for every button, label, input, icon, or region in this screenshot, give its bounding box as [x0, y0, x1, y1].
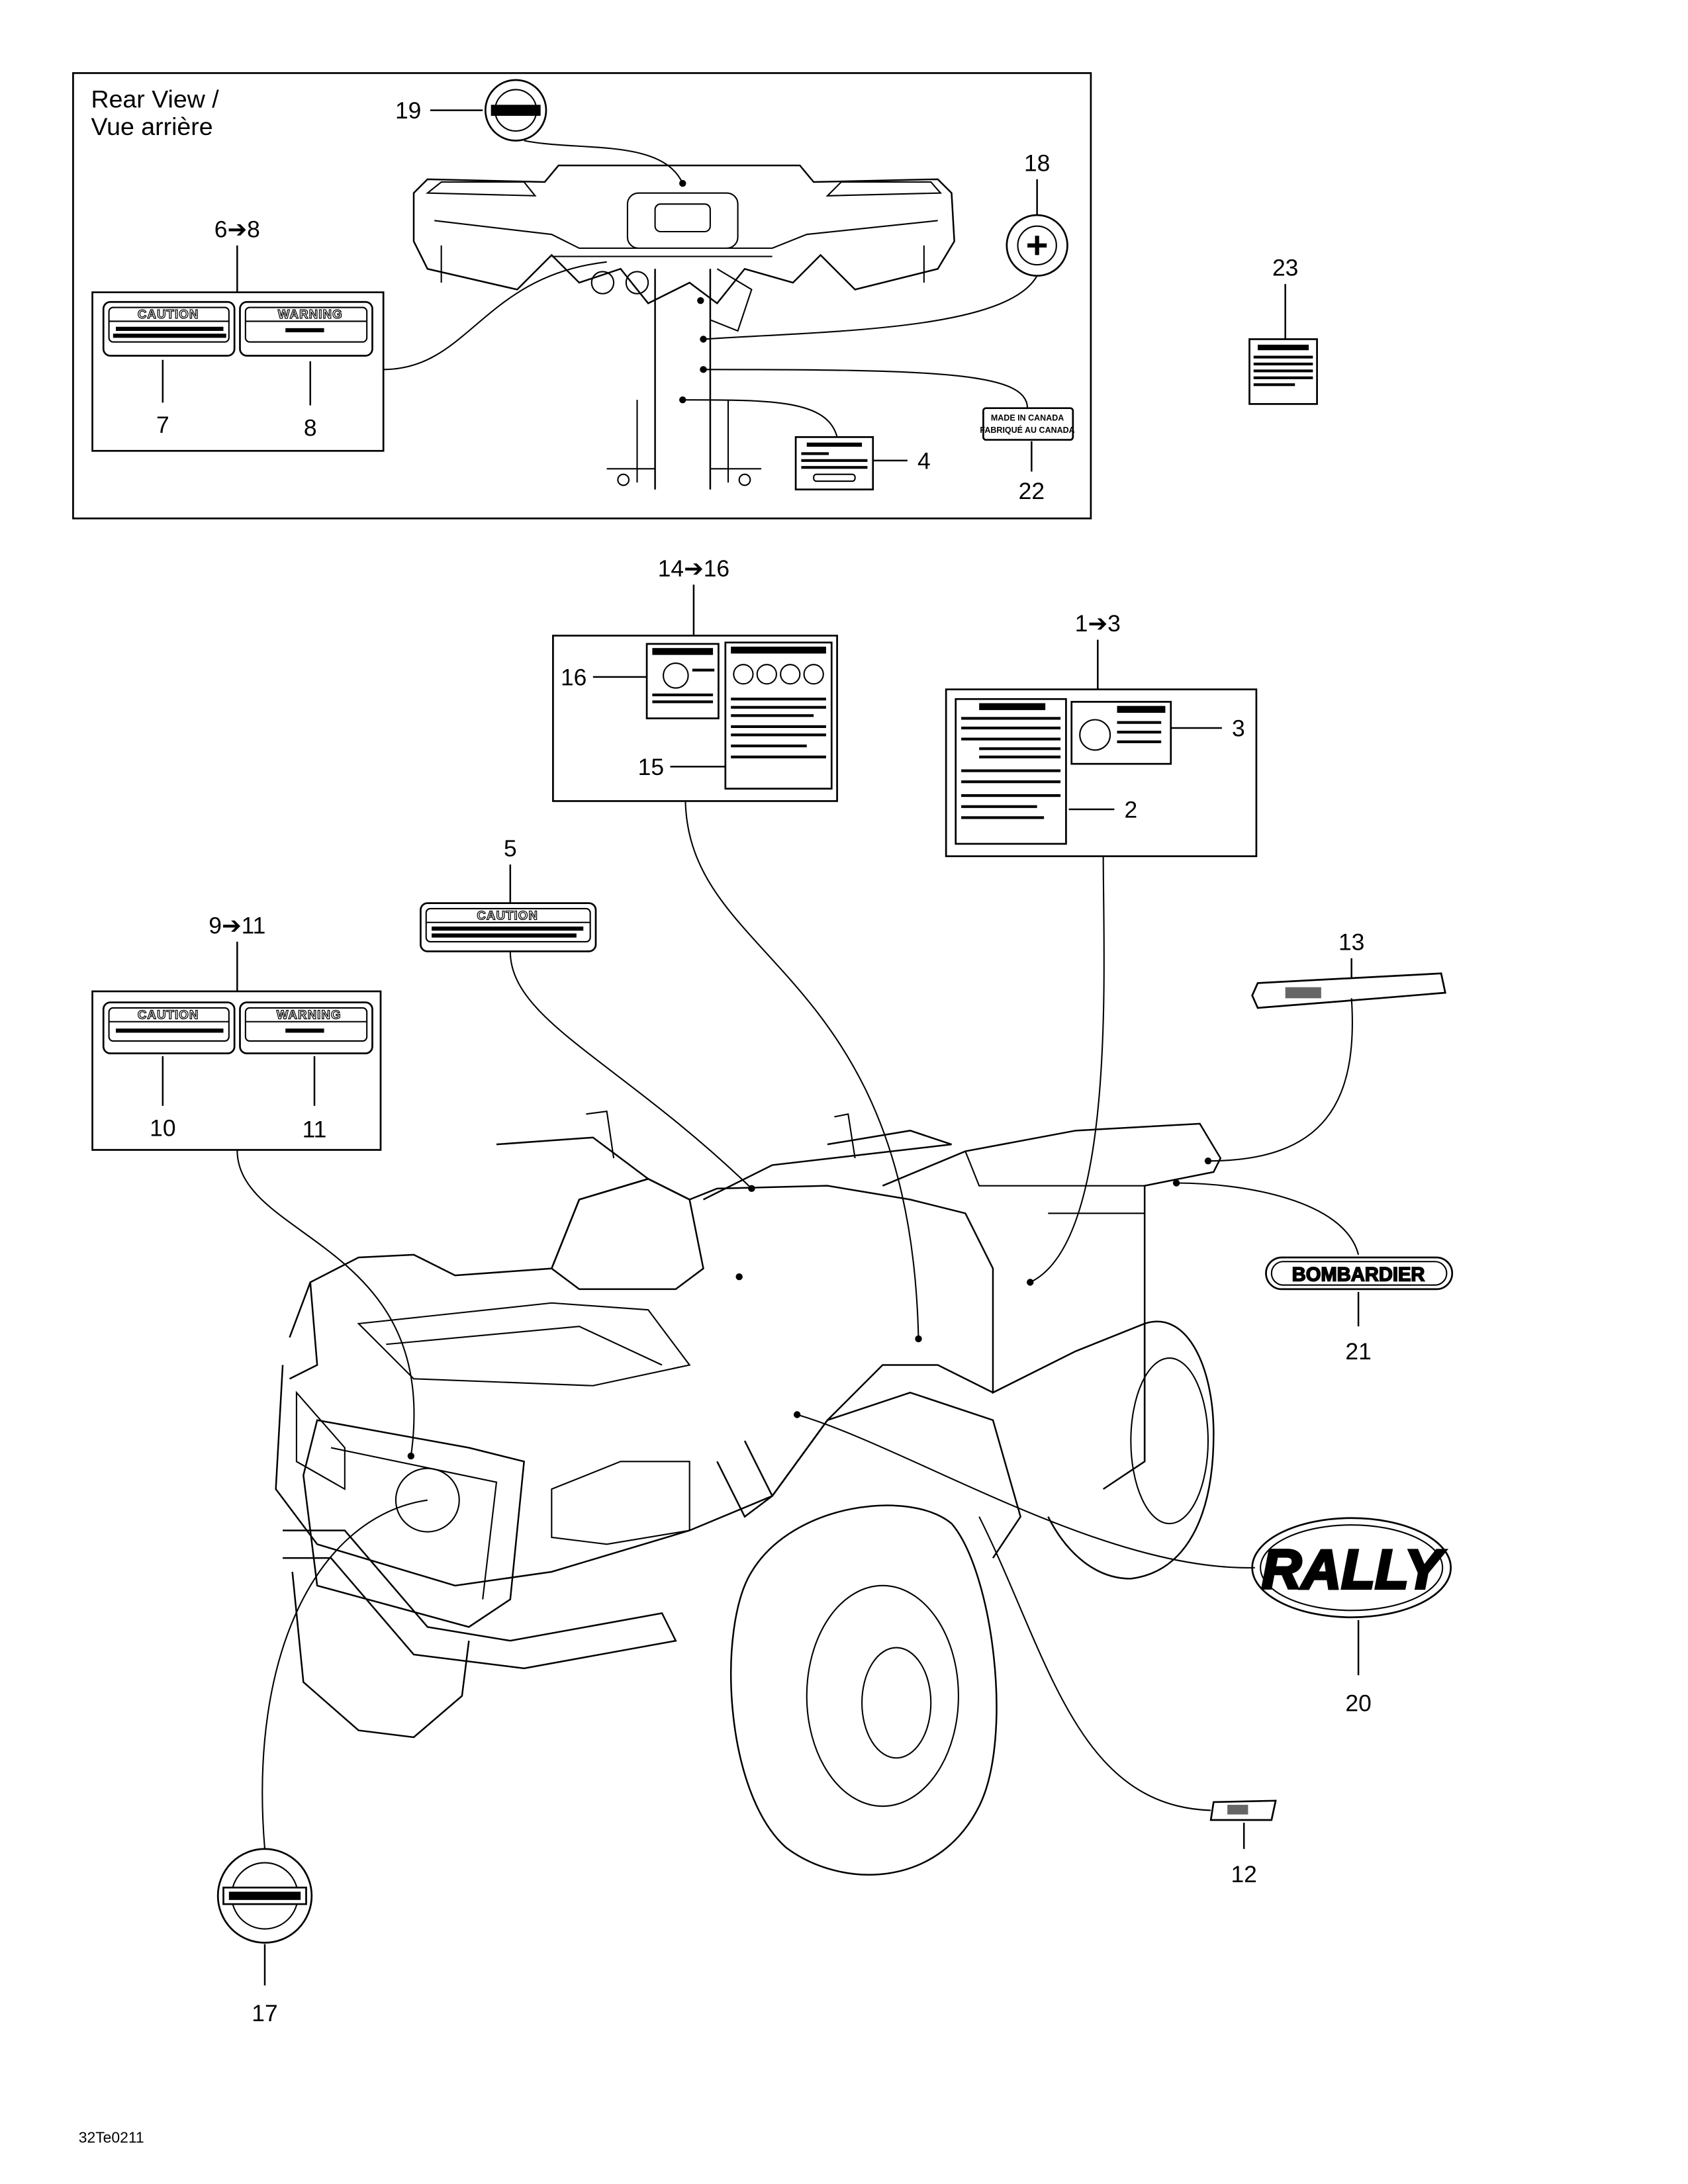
side-stripe-decal-13: [1251, 972, 1446, 1009]
warning-decal-16: [645, 643, 720, 719]
callout-11: 11: [303, 1116, 327, 1143]
callout-16: 16: [561, 664, 586, 690]
round-emblem-18: [1006, 214, 1068, 277]
callout-18: 18: [1024, 150, 1050, 176]
callout-10: 10: [150, 1115, 175, 1142]
rally-text: RALLY: [1262, 1539, 1446, 1600]
rear-view-title: Rear View /: [91, 85, 220, 113]
warning-decal-2: [955, 698, 1067, 845]
bombardier-round-badge-19: [484, 79, 547, 142]
small-decal-12: [1209, 1799, 1277, 1821]
made-in-canada-decal-22: MADE IN CANADA FABRIQUÉ AU CANADA: [980, 407, 1075, 441]
callout-17: 17: [252, 2000, 277, 2026]
caution-decal-7: CAUTION: [102, 300, 236, 357]
callout-22: 22: [1019, 478, 1045, 504]
caution-heading: CAUTION: [477, 909, 538, 923]
warning-decal-3: [1070, 701, 1172, 765]
callout-6-8: 6➔8: [214, 216, 260, 242]
callout-9-11: 9➔11: [209, 912, 265, 938]
warning-heading: WARNING: [278, 307, 343, 321]
bombardier-decal-21: BOMBARDIER: [1265, 1256, 1454, 1291]
callout-5: 5: [504, 835, 517, 862]
caution-heading: CAUTION: [138, 307, 199, 321]
caution-heading: CAUTION: [138, 1008, 199, 1022]
callout-8: 8: [304, 414, 317, 441]
stripe-pattern: [1285, 987, 1321, 999]
callout-7: 7: [156, 412, 169, 438]
callout-14-16: 14➔16: [658, 555, 729, 582]
callout-3: 3: [1232, 715, 1245, 742]
fabrique-au-canada-text: FABRIQUÉ AU CANADA: [980, 425, 1074, 435]
bombardier-text: BOMBARDIER: [1292, 1264, 1425, 1285]
leader-lines: [236, 801, 1360, 1849]
callout-13: 13: [1338, 929, 1364, 955]
callout-15: 15: [638, 754, 664, 780]
rear-view-title-fr: Vue arrière: [91, 113, 213, 140]
callout-4: 4: [917, 447, 931, 474]
rear-view-panel: Rear View / Vue arrière 19: [72, 72, 1092, 520]
made-in-canada-text: MADE IN CANADA: [991, 413, 1064, 422]
warning-decal-8: WARNING: [239, 300, 373, 357]
callout-2: 2: [1124, 796, 1137, 823]
atv-rear-view-drawing: [412, 164, 955, 490]
warning-decal-4: [794, 436, 874, 490]
callout-19: 19: [395, 97, 421, 124]
callout-20: 20: [1345, 1690, 1371, 1716]
warning-decal-23: [1248, 338, 1318, 405]
warning-heading: WARNING: [277, 1008, 342, 1022]
callout-21: 21: [1345, 1338, 1371, 1365]
callout-23: 23: [1272, 255, 1298, 281]
atv-front-view-drawing: [275, 1110, 1222, 1876]
callout-12: 12: [1231, 1861, 1256, 1888]
bombardier-round-badge-17: [216, 1848, 313, 1944]
caution-decal-5: CAUTION: [420, 902, 597, 952]
warning-decal-11: WARNING: [239, 1001, 373, 1055]
drawing-code: 32Te0211: [79, 2128, 144, 2146]
warning-decal-15: [724, 641, 833, 790]
callout-1-3: 1➔3: [1075, 610, 1121, 637]
rally-decal-20: RALLY: [1251, 1517, 1452, 1619]
caution-decal-10: CAUTION: [102, 1001, 236, 1055]
